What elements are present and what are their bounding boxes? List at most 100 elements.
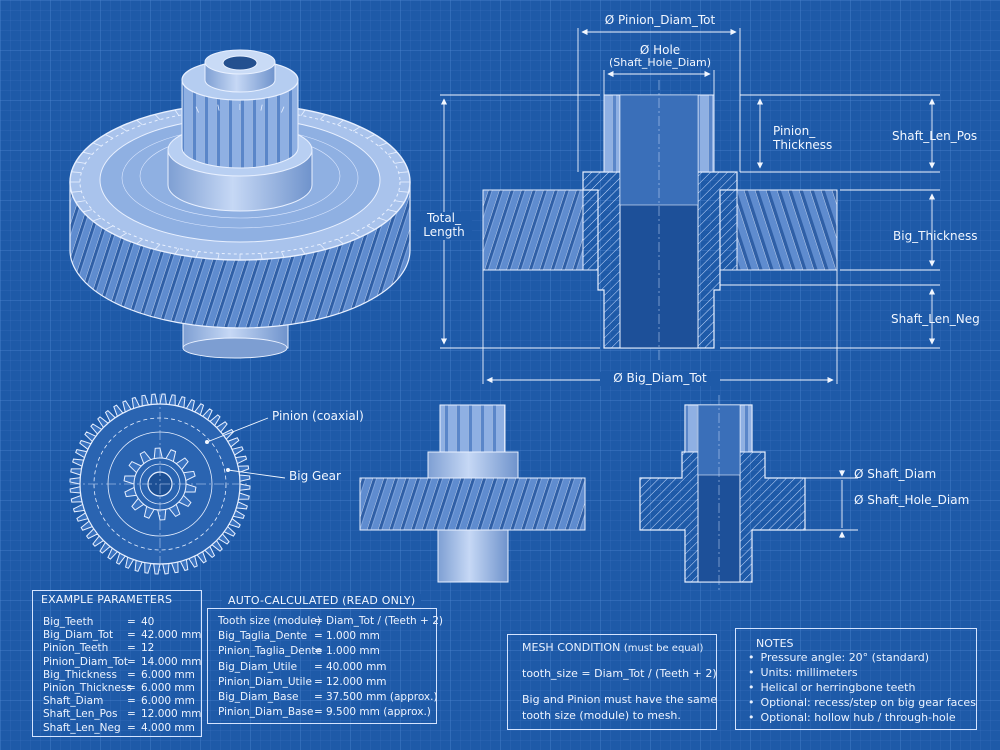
iso-tooth-mark	[398, 171, 409, 173]
param-row-value: 4.000 mm	[141, 721, 195, 734]
calc-row-equals: =	[314, 630, 323, 643]
calc-row-value: 37.500 mm (approx.)	[326, 691, 438, 703]
isometric-gear-view	[69, 49, 411, 359]
iso-tooth-mark	[387, 151, 398, 155]
notes-title: NOTES	[756, 637, 794, 650]
iso-tooth-mark	[394, 161, 405, 164]
calc-row-equals: =	[314, 645, 323, 658]
label-shaft-hole-diam: Ø Shaft_Hole_Diam	[854, 493, 970, 507]
calc-row-value: 12.000 mm	[326, 675, 387, 688]
iso-tooth-mark	[217, 253, 220, 260]
param-row-value: 42.000 mm	[141, 629, 202, 642]
calc-row-key: Pinion_Diam_Base	[218, 706, 314, 719]
label-shaft-len-pos: Shaft_Len_Pos	[892, 129, 978, 143]
mesh-condition-heading: MESH CONDITION (must be equal)	[522, 641, 703, 654]
iso-tooth-mark	[104, 225, 114, 230]
param-row-equals: =	[127, 629, 136, 642]
param-row-value: 14.000 mm	[141, 655, 202, 668]
note-item: Optional: recess/step on big gear faces	[748, 696, 976, 711]
iso-tooth-mark	[92, 217, 102, 222]
side-dimension-lines	[805, 470, 858, 538]
param-row-equals: =	[127, 642, 136, 655]
param-row-equals: =	[127, 668, 136, 681]
iso-tooth-mark	[378, 217, 388, 222]
iso-tooth-mark	[217, 104, 220, 111]
iso-tooth-mark	[154, 244, 161, 250]
mesh-formula: tooth_size = Diam_Tot / (Teeth + 2)	[522, 667, 717, 680]
iso-tooth-mark	[119, 126, 128, 132]
label-pinion-diam-tot: Ø Pinion_Diam_Tot	[604, 13, 716, 27]
calc-row-value: 1.000 mm	[326, 630, 380, 643]
param-row-key: Big_Teeth	[43, 616, 94, 628]
mesh-note-line-1: Big and Pinion must have the same	[522, 693, 718, 706]
param-row-key: Big_Diam_Tot	[43, 629, 114, 642]
label-shaft-len-neg: Shaft_Len_Neg	[891, 312, 980, 326]
mesh-note-line-2: tooth size (module) to mesh.	[522, 709, 681, 722]
param-row-key: Pinion_Thickness	[43, 682, 132, 694]
section-view	[482, 80, 838, 360]
param-row-key: Big_Thickness	[43, 668, 117, 681]
param-row-value: 6.000 mm	[141, 682, 195, 694]
label-big-diam-tot: Ø Big_Diam_Tot	[600, 371, 720, 386]
calc-row-key: Pinion_Taglia_Dente	[218, 645, 322, 658]
param-row-equals: =	[127, 616, 136, 628]
calc-row-equals: =	[314, 691, 323, 703]
iso-tooth-mark	[71, 191, 82, 193]
iso-tooth-mark	[71, 171, 82, 173]
note-item: Helical or herringbone teeth	[748, 681, 976, 696]
iso-tooth-mark	[154, 114, 161, 120]
note-item: Pressure angle: 20° (standard)	[748, 651, 976, 666]
notes-list: Pressure angle: 20° (standard)Units: mil…	[748, 651, 976, 726]
front-view	[69, 393, 286, 575]
calc-row-value: 9.500 mm (approx.)	[326, 706, 431, 719]
side-view	[359, 404, 586, 583]
iso-tooth-mark	[136, 238, 143, 245]
iso-tooth-mark	[174, 248, 180, 255]
param-row-key: Shaft_Diam	[43, 695, 104, 708]
iso-tooth-mark	[378, 142, 388, 147]
param-row-equals: =	[127, 682, 136, 694]
iso-tooth-mark	[366, 225, 376, 230]
param-row-key: Pinion_Teeth	[43, 642, 109, 655]
iso-tooth-mark	[300, 109, 306, 116]
label-hole: Ø Hole	[639, 43, 681, 57]
iso-tooth-mark	[260, 253, 263, 260]
param-row-key: Pinion_Diam_Tot	[43, 655, 129, 668]
example-parameters-title: EXAMPLE PARAMETERS	[41, 593, 173, 606]
param-row-equals: =	[127, 708, 136, 721]
iso-tooth-mark	[366, 134, 376, 139]
iso-tooth-mark	[75, 200, 86, 203]
section-view-2	[639, 395, 806, 592]
param-row-value: 40	[141, 616, 155, 628]
iso-tooth-mark	[92, 142, 102, 147]
mesh-condition-title: MESH CONDITION	[522, 641, 621, 654]
auto-calculated-panel: AUTO-CALCULATED (READ ONLY) Tooth size (…	[207, 594, 443, 724]
calc-row-key: Tooth size (module)	[218, 615, 321, 627]
label-big-gear: Big Gear	[289, 469, 341, 483]
label-shaft-diam: Ø Shaft_Diam	[854, 467, 937, 481]
param-row-value: 6.000 mm	[141, 695, 195, 708]
label-big-thickness: Big_Thickness	[893, 229, 978, 243]
label-pinion-coaxial: Pinion (coaxial)	[272, 409, 364, 423]
iso-tooth-mark	[281, 106, 285, 113]
note-item: Units: millimeters	[748, 666, 976, 681]
calc-row-equals: =	[314, 706, 323, 719]
iso-tooth-mark	[352, 126, 361, 132]
iso-tooth-mark	[75, 161, 86, 164]
iso-tooth-mark	[260, 104, 263, 111]
calc-row-value: Diam_Tot / (Teeth + 2)	[326, 615, 443, 627]
iso-tooth-mark	[337, 119, 344, 126]
label-shaft-hole-diam-paren: (Shaft_Hole_Diam)	[608, 56, 712, 69]
param-row-equals: =	[127, 721, 136, 734]
param-row-key: Shaft_Len_Neg	[43, 721, 121, 734]
iso-tooth-mark	[174, 109, 180, 116]
iso-tooth-mark	[394, 200, 405, 203]
iso-tooth-mark	[82, 209, 93, 213]
label-total-length: Total_ Length	[416, 211, 472, 240]
iso-tooth-mark	[352, 232, 361, 238]
param-row-value: 6.000 mm	[141, 668, 195, 681]
iso-tooth-mark	[319, 244, 326, 250]
calc-row-key: Pinion_Diam_Utile	[218, 675, 312, 688]
